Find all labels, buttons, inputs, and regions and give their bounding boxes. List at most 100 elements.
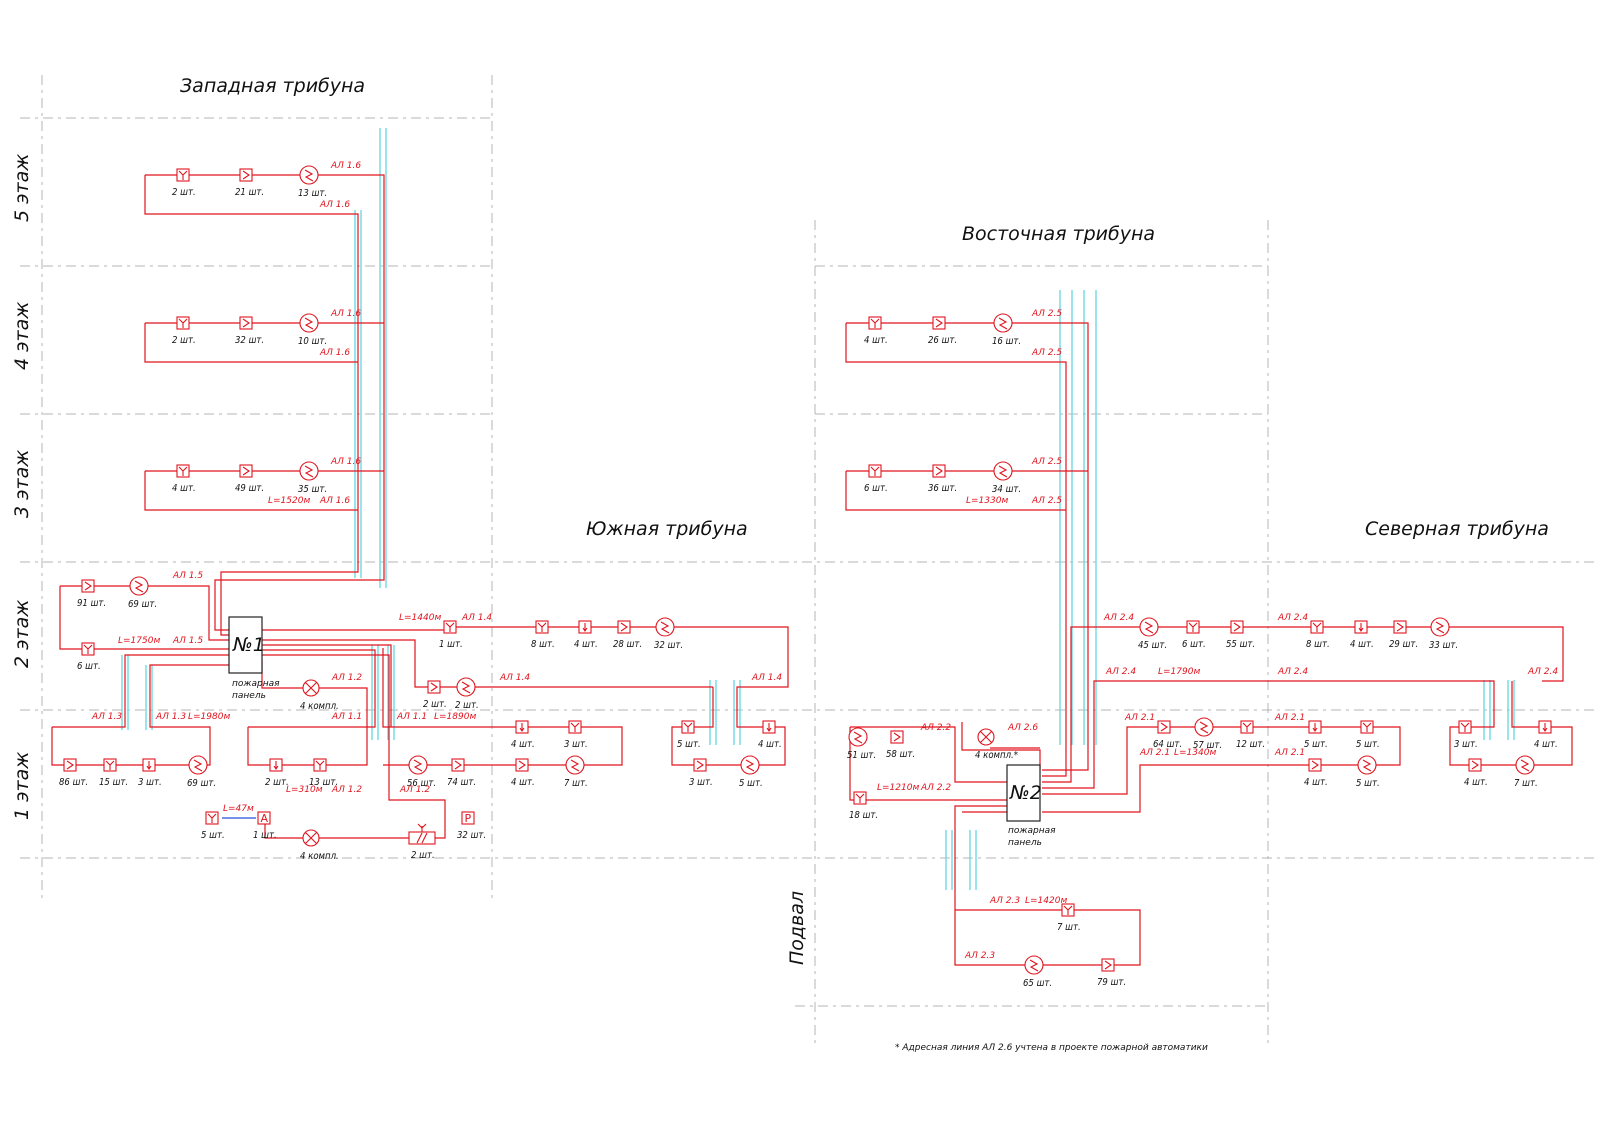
count-aux1: 5 шт.	[201, 830, 225, 841]
count-s2d: 28 шт.	[613, 639, 642, 650]
smoke-detector-icon	[693, 758, 707, 772]
count-n1a: 64 шт.	[1153, 739, 1182, 750]
count-n1k: 7 шт.	[1514, 778, 1538, 789]
count-s2c: 4 шт.	[574, 639, 598, 650]
count-w4b: 32 шт.	[235, 335, 264, 346]
count-s2b: 8 шт.	[531, 639, 555, 650]
line-label-al25-25: АЛ 2.5	[1031, 309, 1062, 319]
manual-call-point-icon	[568, 720, 582, 734]
device-labels: 2 шт.21 шт.13 шт.2 шт.32 шт.10 шт.4 шт.4…	[59, 161, 1558, 989]
north-stand-title: Северная трибуна	[1365, 518, 1549, 540]
line-label-al11-18: АЛ 1.1	[331, 712, 362, 722]
count-w2c: 6 шт.	[77, 661, 101, 672]
count-e1c: 18 шт.	[849, 810, 878, 821]
line-label-al16-6: АЛ 1.6	[319, 496, 350, 506]
smoke-detector-icon	[427, 680, 441, 694]
smoke-detector-icon	[451, 758, 465, 772]
manual-call-point-icon	[81, 642, 95, 656]
manual-call-point-icon	[103, 758, 117, 772]
heat-detector-icon	[408, 755, 428, 775]
count-w4c: 10 шт.	[298, 336, 327, 347]
count-n2d: 8 шт.	[1306, 639, 1330, 650]
manual-call-point-icon	[535, 620, 549, 634]
line-label-al22-38: АЛ 2.2	[920, 783, 951, 793]
line-label-al14-11: АЛ 1.4	[461, 613, 492, 623]
count-b1: 7 шт.	[1057, 922, 1081, 933]
line-label-al25-29: АЛ 2.5	[1031, 496, 1062, 506]
line-label-al12-23: АЛ 1.2	[399, 785, 430, 795]
line-label-al25-26: АЛ 2.5	[1031, 348, 1062, 358]
line-label-L1330-28: L=1330м	[966, 496, 1008, 506]
module-a-icon: A	[257, 811, 271, 825]
heat-detector-icon	[993, 461, 1013, 481]
line-label-al11-19: АЛ 1.1	[396, 712, 427, 722]
manual-call-point-icon	[868, 316, 882, 330]
line-label-L1980-16: L=1980м	[188, 712, 230, 722]
line-label-al15-9: АЛ 1.5	[172, 636, 203, 646]
line-label-al25-27: АЛ 2.5	[1031, 457, 1062, 467]
line-label-al12-17: АЛ 1.2	[331, 673, 362, 683]
heat-detector-icon	[299, 313, 319, 333]
line-label-L1210-39: L=1210м	[877, 783, 919, 793]
count-aux4: 2 шт.	[411, 850, 435, 861]
floor-5-label: 5 этаж	[11, 154, 33, 222]
line-label-al16-2: АЛ 1.6	[330, 309, 361, 319]
heat-detector-icon	[993, 313, 1013, 333]
basement-label: Подвал	[786, 891, 808, 965]
manual-call-point-icon	[443, 620, 457, 634]
manual-call-point-icon	[681, 720, 695, 734]
count-w3a: 4 шт.	[172, 483, 196, 494]
line-label-L1440-10: L=1440м	[399, 613, 441, 623]
heat-detector-icon	[1430, 617, 1450, 637]
line-label-al21-40: АЛ 2.1	[1124, 713, 1155, 723]
footnote: * Адресная линия АЛ 2.6 учтена в проекте…	[895, 1043, 1208, 1053]
line-label-al16-4: АЛ 1.6	[330, 457, 361, 467]
count-p1c: 2 шт.	[455, 700, 479, 711]
count-n2g: 33 шт.	[1429, 640, 1458, 651]
count-w5a: 2 шт.	[172, 187, 196, 198]
line-label-al21-44: АЛ 2.1	[1274, 748, 1305, 758]
manual-call-point-icon	[1310, 620, 1324, 634]
line-label-al15-7: АЛ 1.5	[172, 571, 203, 581]
count-n2b: 6 шт.	[1182, 639, 1206, 650]
detector-down-icon	[578, 620, 592, 634]
count-w1g: 56 шт.	[407, 778, 436, 789]
count-n2c: 55 шт.	[1226, 639, 1255, 650]
count-s1b: 4 шт.	[758, 739, 782, 750]
panel-2-box	[1006, 764, 1041, 822]
count-n1d: 5 шт.	[1304, 739, 1328, 750]
smoke-detector-icon	[1393, 620, 1407, 634]
manual-call-point-icon	[205, 811, 219, 825]
count-e4b: 36 шт.	[928, 483, 957, 494]
count-w2b: 69 шт.	[128, 599, 157, 610]
count-n1b: 57 шт.	[1193, 740, 1222, 751]
count-n2e: 4 шт.	[1350, 639, 1374, 650]
lamp-icon	[977, 728, 995, 746]
count-w1c: 3 шт.	[138, 777, 162, 788]
detector-down-icon	[1538, 720, 1552, 734]
count-n1i: 4 шт.	[1534, 739, 1558, 750]
manual-call-point-icon	[868, 464, 882, 478]
count-n2a: 45 шт.	[1138, 640, 1167, 651]
smoke-detector-icon	[890, 730, 904, 744]
manual-call-point-icon	[853, 791, 867, 805]
smoke-detector-icon	[1468, 758, 1482, 772]
line-label-al24-35: АЛ 2.4	[1527, 667, 1558, 677]
manual-call-point-icon	[1061, 903, 1075, 917]
line-label-al23-45: АЛ 2.3	[989, 896, 1020, 906]
count-n1h: 3 шт.	[1454, 739, 1478, 750]
heat-detector-icon	[1515, 755, 1535, 775]
count-e5b: 26 шт.	[928, 335, 957, 346]
count-e1b: 58 шт.	[886, 749, 915, 760]
line-label-al16-3: АЛ 1.6	[319, 348, 350, 358]
heat-detector-icon	[848, 727, 868, 747]
manual-call-point-icon	[1186, 620, 1200, 634]
panel-2: №2 пожарная панель	[1006, 764, 1056, 848]
risers	[121, 128, 1515, 890]
count-w1j: 7 шт.	[564, 778, 588, 789]
panel-2-number: №2	[1009, 782, 1042, 804]
manual-call-point-icon	[1458, 720, 1472, 734]
count-aux5: 32 шт.	[457, 830, 486, 841]
smoke-detector-icon	[239, 168, 253, 182]
